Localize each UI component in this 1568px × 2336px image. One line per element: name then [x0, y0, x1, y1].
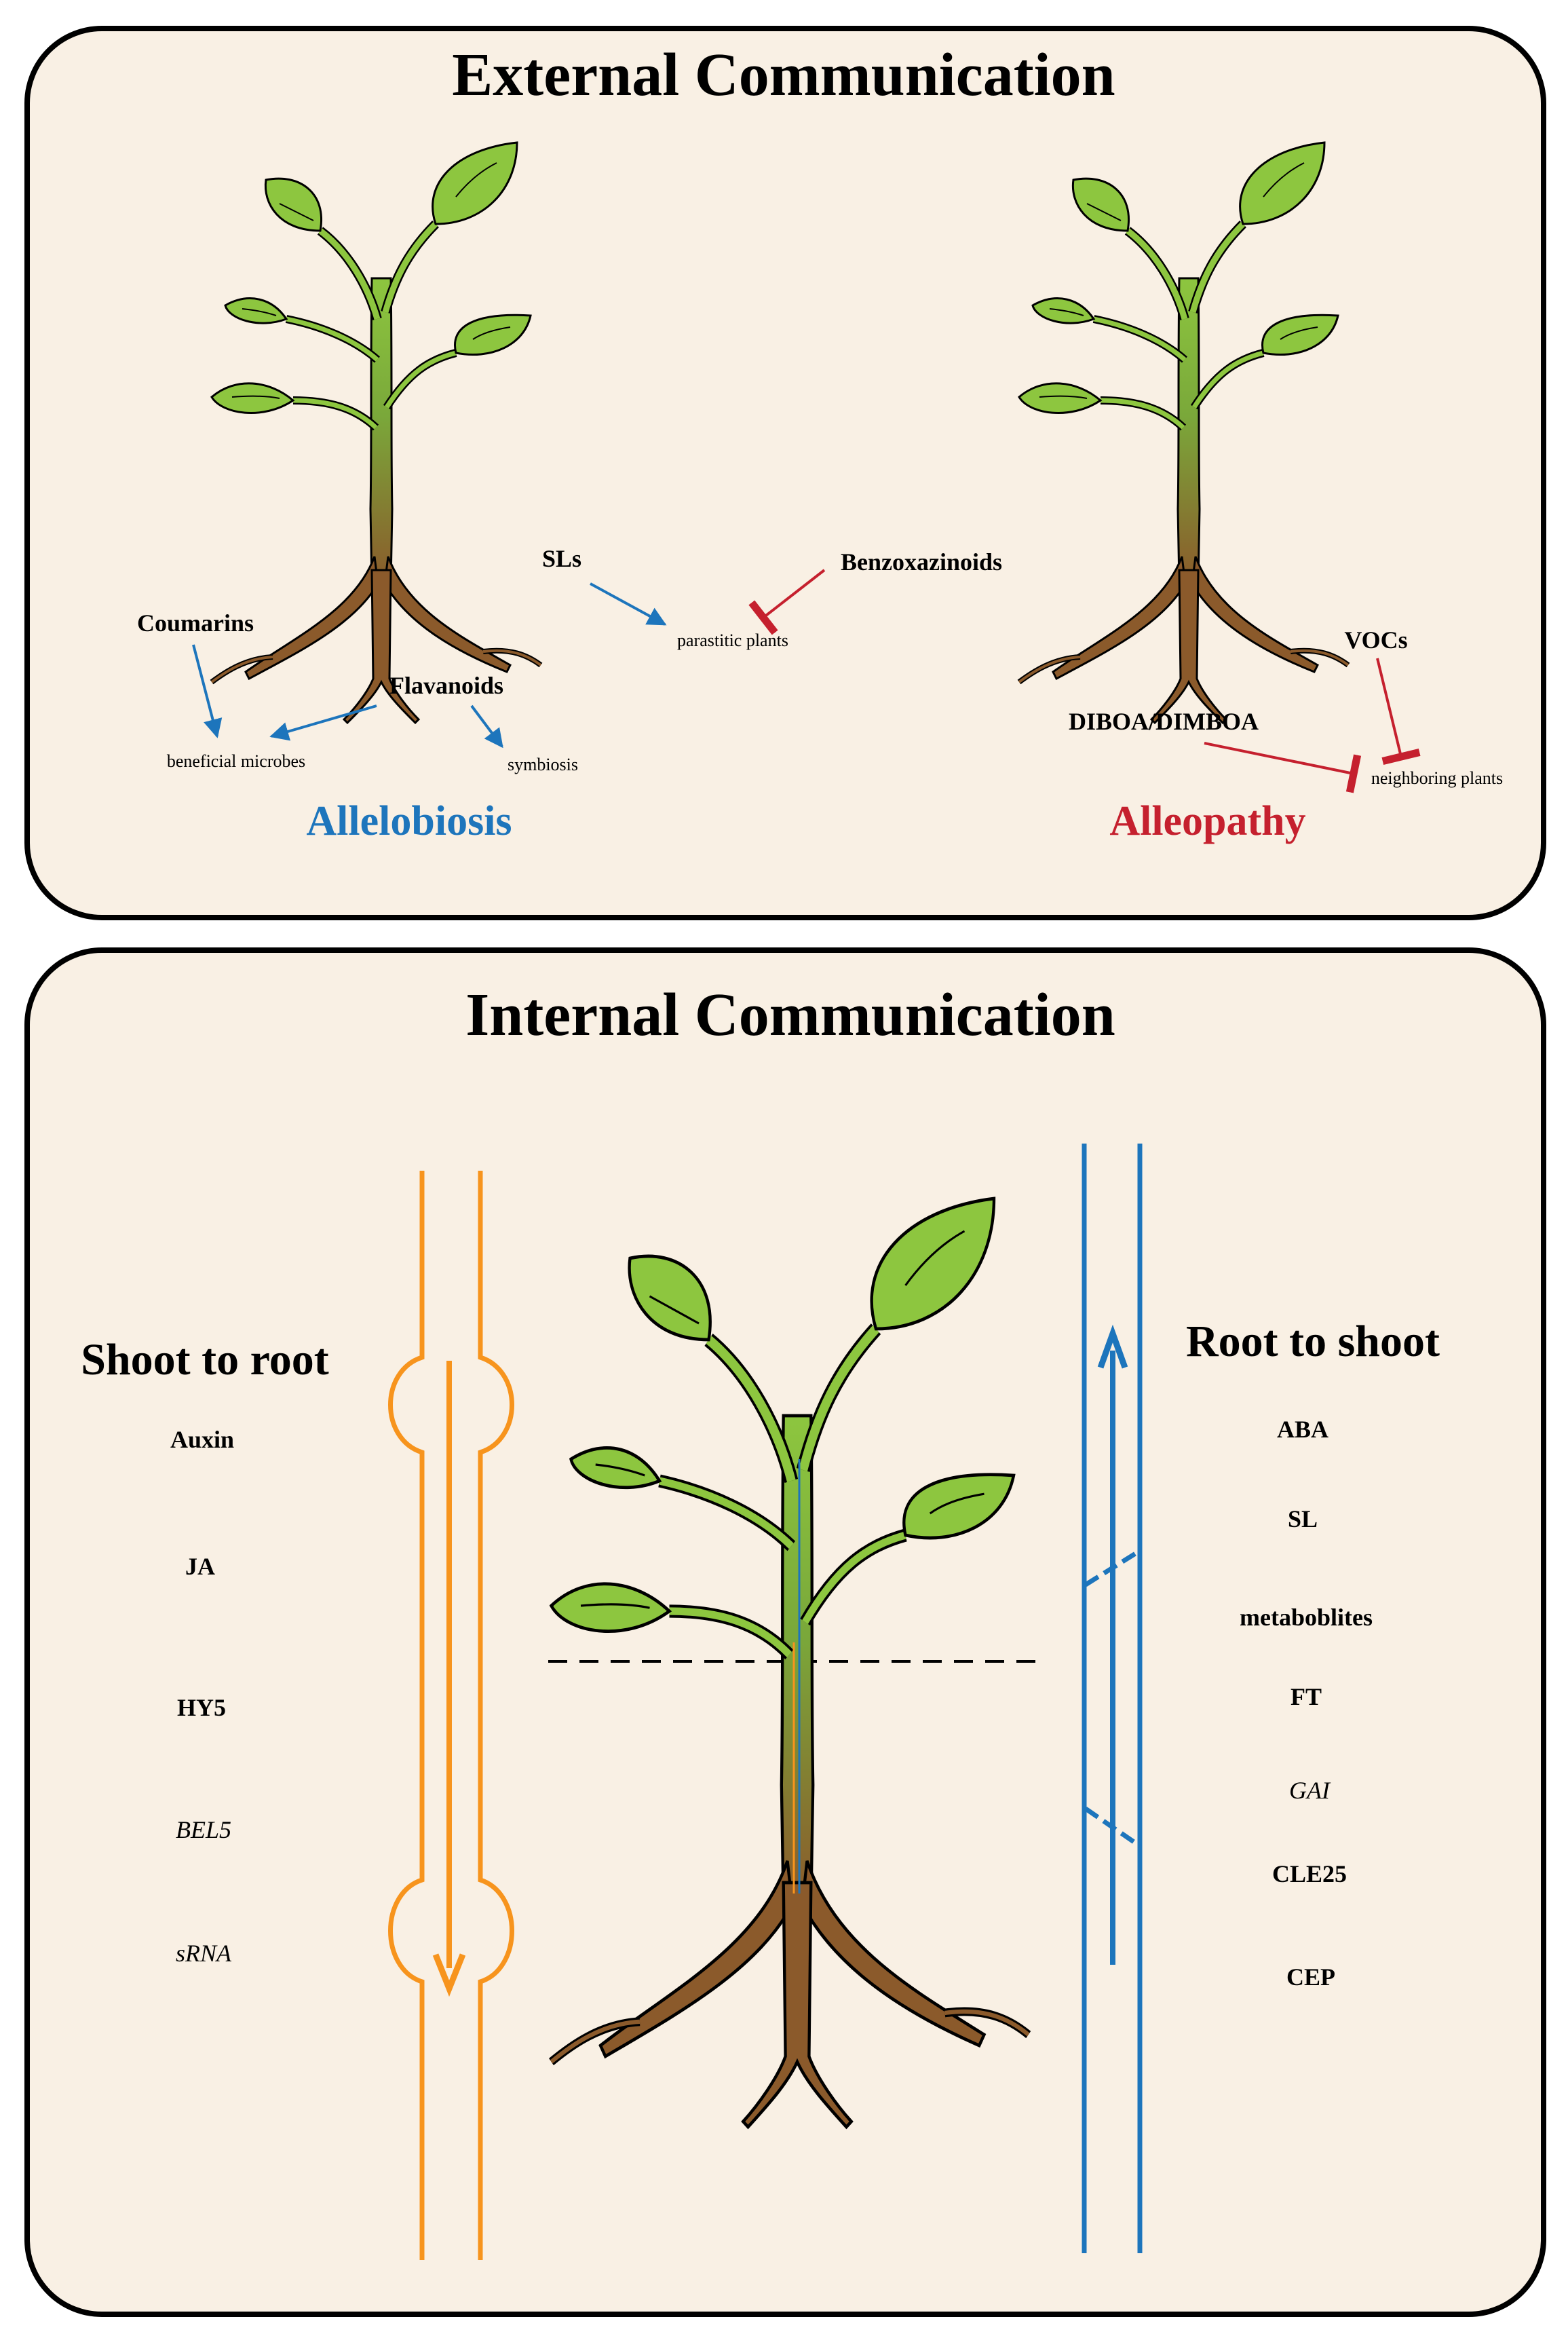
coumarins-label: Coumarins	[137, 609, 254, 637]
root-to-shoot-heading: Root to shoot	[1186, 1317, 1440, 1366]
signal-bel5: BEL5	[176, 1816, 231, 1843]
coumarins-arrow	[192, 644, 223, 738]
signal-metaboblites: metaboblites	[1240, 1604, 1373, 1631]
neighboring-plants-label: neighboring plants	[1371, 768, 1503, 788]
beneficial-microbes-label: beneficial microbes	[167, 751, 305, 771]
sls-arrow	[590, 582, 667, 626]
parasitic-plants-label: parastitic plants	[677, 630, 788, 650]
signal-sl: SL	[1288, 1505, 1318, 1532]
diboa-inhibit-line	[1204, 742, 1362, 793]
flavanoids-symbiosis-arrow	[470, 704, 503, 749]
external-title: External Communication	[452, 41, 1115, 109]
vocs-inhibit-line	[1376, 658, 1421, 766]
flavanoids-microbes-arrow	[269, 704, 377, 741]
shoot-to-root-vessel	[388, 1171, 514, 2260]
allelobiosis-label: Allelobiosis	[306, 798, 512, 844]
flavanoids-label: Flavanoids	[389, 672, 503, 699]
benzoxazinoids-inhibit-line	[748, 569, 826, 635]
external-communication-panel: External Communication SLs Benzoxazinoid…	[24, 26, 1546, 920]
signal-ja: JA	[185, 1553, 215, 1580]
signal-srna: sRNA	[176, 1940, 232, 1967]
benzoxazinoids-label: Benzoxazinoids	[841, 548, 1002, 576]
signal-aba: ABA	[1277, 1416, 1328, 1443]
signal-ft: FT	[1290, 1683, 1322, 1710]
diboa-dimboa-label: DIBOA/DIMBOA	[1069, 708, 1259, 735]
signal-auxin: Auxin	[170, 1426, 234, 1453]
external-panel-frame	[24, 26, 1546, 920]
symbiosis-label: symbiosis	[508, 755, 578, 774]
vocs-label: VOCs	[1344, 626, 1407, 654]
signal-hy5: HY5	[177, 1694, 226, 1721]
shoot-to-root-heading: Shoot to root	[81, 1335, 328, 1384]
root-to-shoot-vessel	[1082, 1144, 1143, 2253]
signal-cle25: CLE25	[1272, 1860, 1347, 1887]
internal-communication-panel: Internal Communication Shoot to root Roo…	[24, 947, 1546, 2317]
internal-title: Internal Communication	[465, 981, 1115, 1049]
alleopathy-label: Alleopathy	[1109, 798, 1305, 844]
sls-label: SLs	[542, 545, 581, 572]
signal-gai: GAI	[1289, 1777, 1331, 1804]
signal-cep: CEP	[1286, 1963, 1335, 1991]
